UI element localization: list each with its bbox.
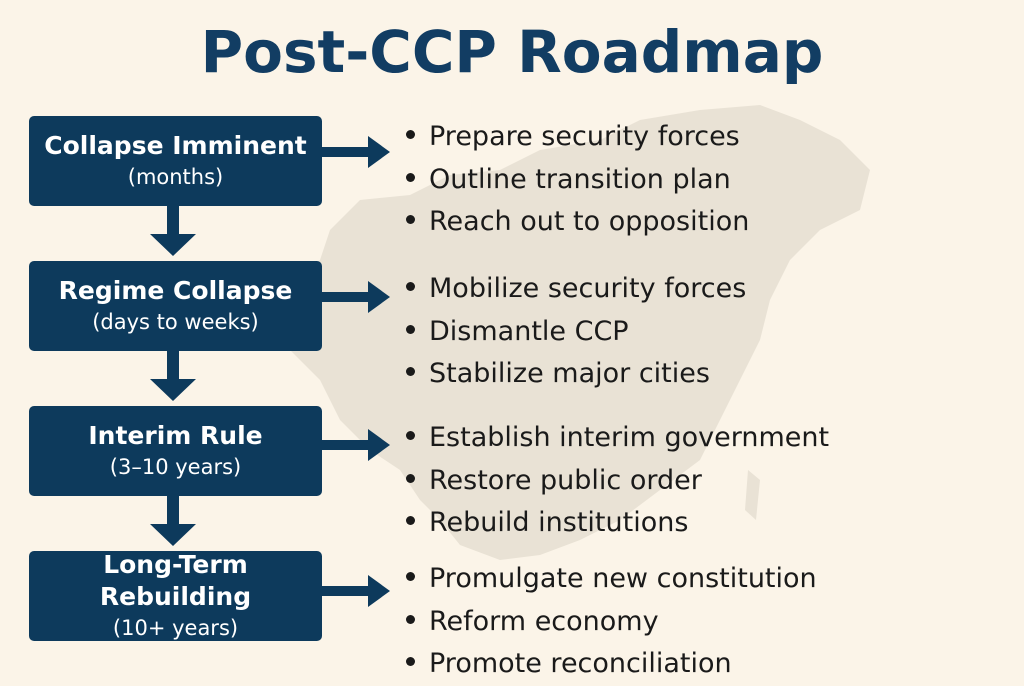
stage-title: Collapse Imminent <box>44 131 307 160</box>
stage-duration: (10+ years) <box>112 616 239 640</box>
action-text: Promote reconciliation <box>429 648 732 679</box>
action-list-regime-collapse: Mobilize security forces Dismantle CCP S… <box>406 268 746 396</box>
list-item: Restore public order <box>406 460 829 503</box>
bullet-icon <box>406 572 415 581</box>
action-text: Restore public order <box>429 464 702 496</box>
bullet-icon <box>406 473 415 483</box>
list-item: Rebuild institutions <box>406 502 829 545</box>
list-item: Outline transition plan <box>406 159 749 202</box>
bullet-icon <box>406 172 415 182</box>
stage-duration: (months) <box>127 165 224 189</box>
bullet-icon <box>406 367 415 376</box>
action-text: Reform economy <box>429 605 659 637</box>
stage-box-long-term-rebuilding: Long-Term Rebuilding (10+ years) <box>29 550 322 641</box>
bullet-icon <box>406 614 415 624</box>
stage-duration: (3–10 years) <box>109 455 242 479</box>
list-item: Promote reconciliation <box>406 643 817 686</box>
list-item: Reach out to opposition <box>406 201 749 244</box>
bullet-icon <box>406 215 415 224</box>
list-item: Reform economy <box>406 601 817 644</box>
bullet-icon <box>406 516 415 525</box>
action-text: Mobilize security forces <box>429 273 747 304</box>
list-item: Promulgate new constitution <box>406 558 817 601</box>
bullet-icon <box>406 130 415 139</box>
bullet-icon <box>406 657 415 666</box>
stage-title: Regime Collapse <box>58 276 293 305</box>
action-text: Promulgate new constitution <box>429 563 817 594</box>
bullet-icon <box>406 431 415 440</box>
arrow-right-icon <box>322 281 390 313</box>
action-text: Reach out to opposition <box>429 206 750 237</box>
bullet-icon <box>406 324 415 334</box>
stage-title: Interim Rule <box>88 421 263 450</box>
stage-box-interim-rule: Interim Rule (3–10 years) <box>29 406 322 496</box>
list-item: Establish interim government <box>406 417 829 460</box>
action-list-interim-rule: Establish interim government Restore pub… <box>406 417 829 545</box>
action-text: Establish interim government <box>429 422 830 453</box>
arrow-down-icon <box>150 496 196 546</box>
stage-box-collapse-imminent: Collapse Imminent (months) <box>29 116 322 206</box>
action-text: Rebuild institutions <box>429 507 689 538</box>
page-title: Post-CCP Roadmap <box>200 18 824 86</box>
arrow-right-icon <box>322 575 390 607</box>
arrow-down-icon <box>150 206 196 256</box>
arrow-right-icon <box>322 136 390 168</box>
action-list-collapse-imminent: Prepare security forces Outline transiti… <box>406 116 749 244</box>
action-text: Stabilize major cities <box>429 358 710 389</box>
stage-duration: (days to weeks) <box>92 310 259 334</box>
action-text: Dismantle CCP <box>429 315 629 347</box>
stage-box-regime-collapse: Regime Collapse (days to weeks) <box>29 261 322 351</box>
list-item: Mobilize security forces <box>406 268 746 311</box>
bullet-icon <box>406 282 415 291</box>
action-text: Outline transition plan <box>429 163 731 195</box>
action-list-long-term-rebuilding: Promulgate new constitution Reform econo… <box>406 558 817 686</box>
action-text: Prepare security forces <box>429 121 740 152</box>
stage-title: Long-Term Rebuilding <box>99 550 252 611</box>
list-item: Dismantle CCP <box>406 311 746 354</box>
list-item: Stabilize major cities <box>406 353 746 396</box>
list-item: Prepare security forces <box>406 116 749 159</box>
arrow-down-icon <box>150 351 196 401</box>
arrow-right-icon <box>322 429 390 461</box>
